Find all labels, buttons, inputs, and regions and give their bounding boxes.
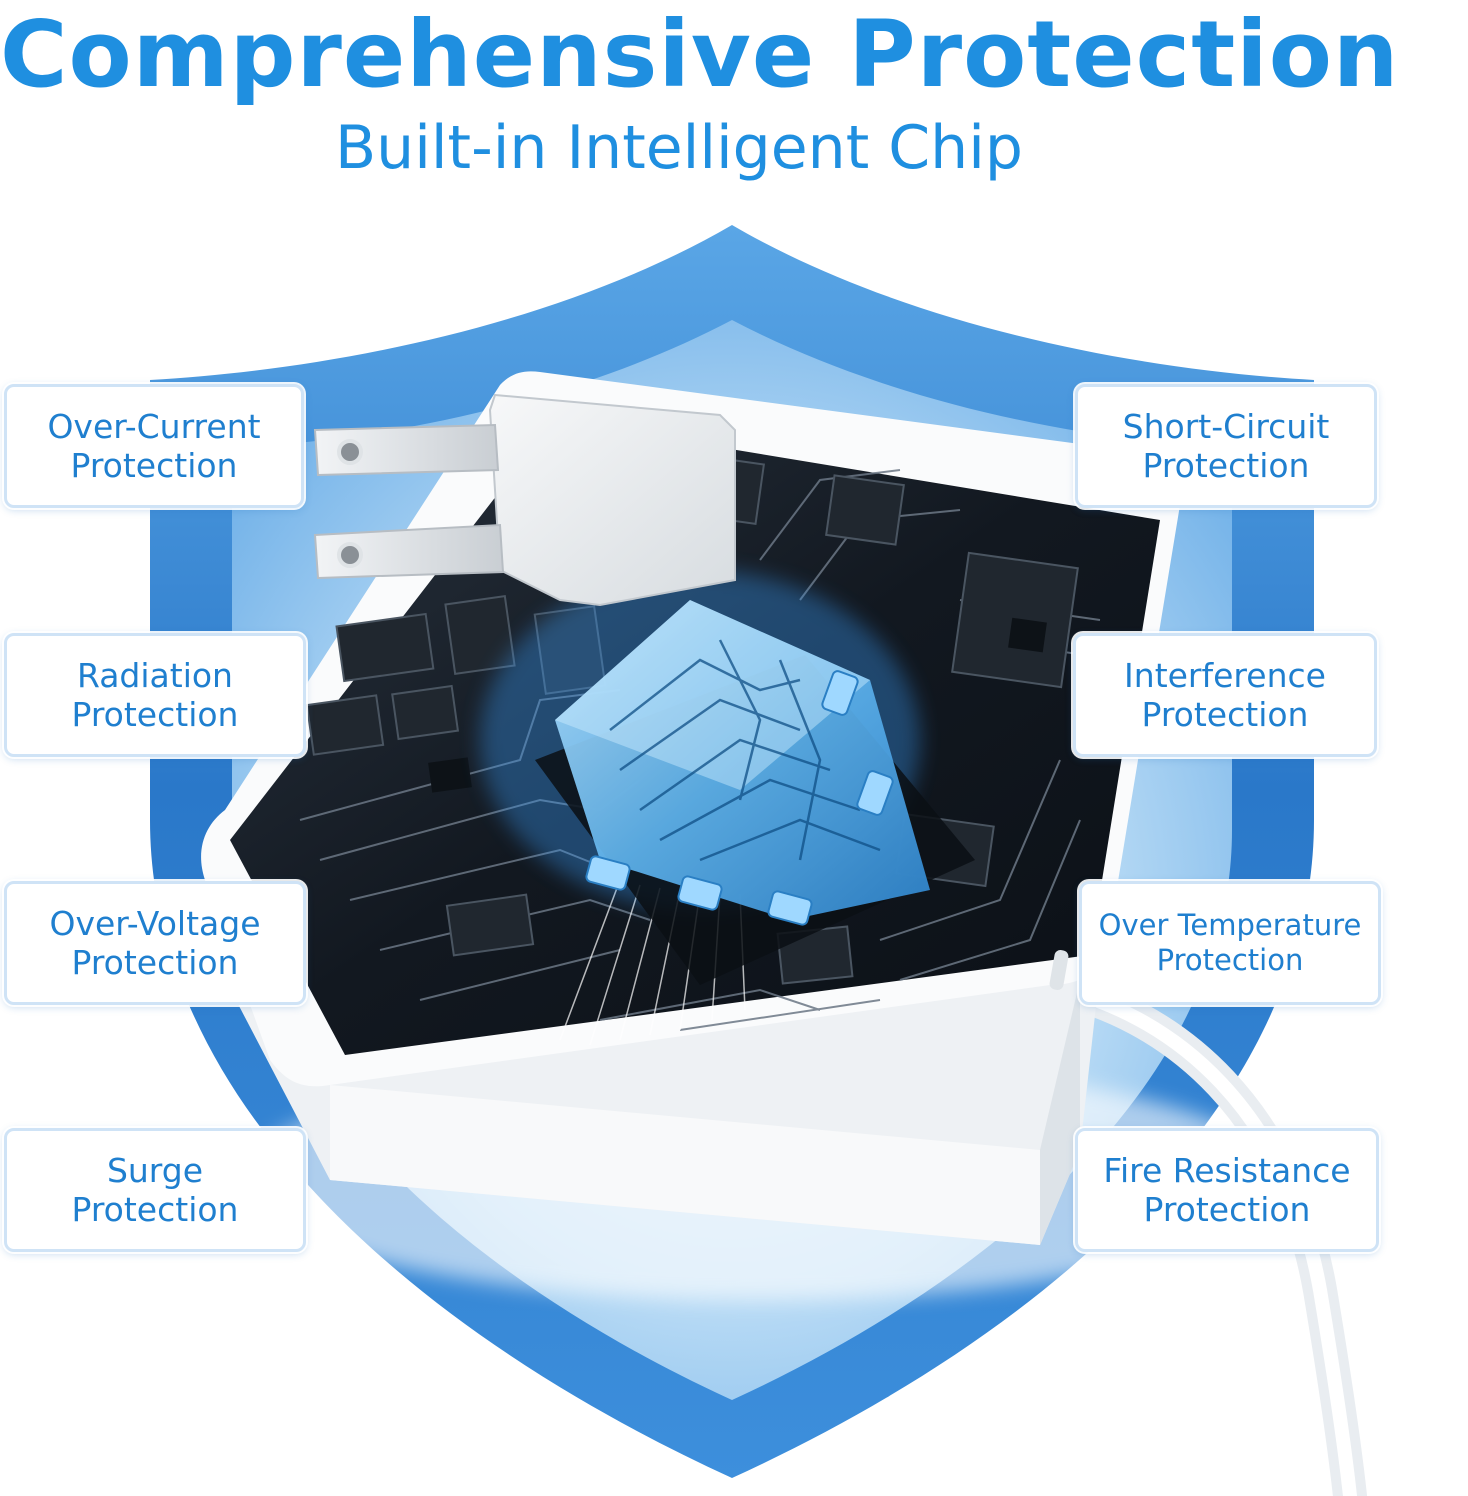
label-line: Protection	[71, 695, 239, 734]
label-line: Over-Voltage	[49, 904, 261, 943]
label-over-temperature-protection: Over Temperature Protection	[1079, 881, 1381, 1005]
label-line: Protection	[70, 446, 238, 485]
label-over-current-protection: Over-Current Protection	[4, 384, 304, 508]
label-short-circuit-protection: Short-Circuit Protection	[1075, 384, 1377, 508]
label-line: Over-Current	[47, 407, 261, 446]
label-line: Protection	[71, 943, 239, 982]
label-line: Radiation	[77, 656, 233, 695]
label-line: Interference	[1124, 656, 1326, 695]
page-subtitle: Built-in Intelligent Chip	[335, 113, 1023, 183]
page-title: Comprehensive Protection	[0, 1, 1400, 108]
label-line: Over Temperature	[1098, 908, 1362, 942]
label-surge-protection: Surge Protection	[4, 1128, 306, 1252]
wall-charger-icon	[201, 371, 1182, 1245]
label-fire-resistance-protection: Fire Resistance Protection	[1075, 1128, 1379, 1252]
label-line: Protection	[1141, 695, 1309, 734]
label-line: Protection	[1156, 943, 1304, 977]
label-line: Protection	[71, 1190, 239, 1229]
label-line: Protection	[1143, 1190, 1311, 1229]
label-line: Short-Circuit	[1122, 407, 1330, 446]
label-line: Protection	[1142, 446, 1310, 485]
label-interference-protection: Interference Protection	[1073, 633, 1377, 757]
label-line: Surge	[106, 1151, 204, 1190]
microchip-icon	[555, 600, 930, 926]
label-line: Fire Resistance	[1103, 1151, 1351, 1190]
label-over-voltage-protection: Over-Voltage Protection	[4, 881, 306, 1005]
label-radiation-protection: Radiation Protection	[4, 633, 306, 757]
